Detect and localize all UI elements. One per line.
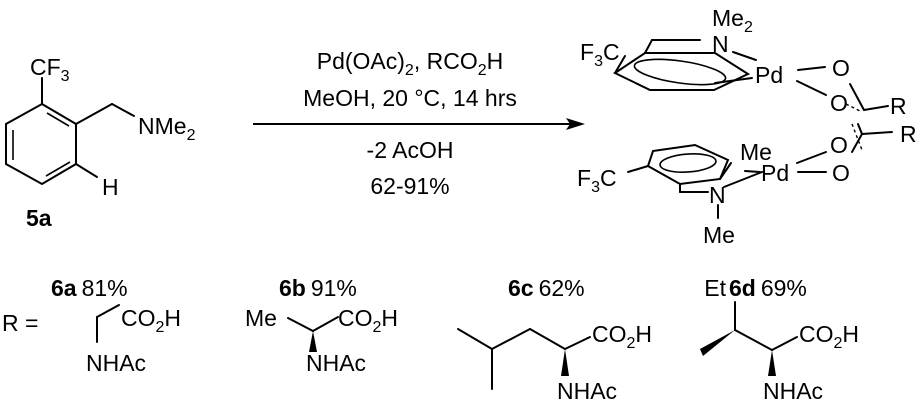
top-o2-label: O: [830, 90, 848, 116]
bottom-me-top-label: Me: [740, 139, 772, 165]
wedge-bond: [309, 331, 317, 352]
bottom-o2-label: O: [832, 160, 850, 186]
nme2-label: NMe2: [138, 113, 196, 144]
nhac-label: NHAc: [763, 378, 823, 404]
reactant-5a: CF3 NMe2 H 5a: [5, 54, 196, 231]
co2h-label: CO2H: [592, 321, 652, 352]
cf3-label: CF3: [30, 54, 70, 85]
top-aryl-ring: [612, 52, 751, 91]
reaction-conditions: Pd(OAc)2, RCO2H MeOH, 20 °C, 14 hrs -2 A…: [253, 48, 585, 199]
r-group-1: R: [890, 93, 907, 119]
r-equals-label: R =: [2, 310, 38, 336]
bottom-me-bottom-label: Me: [703, 222, 735, 248]
co2h-label: CO2H: [121, 305, 181, 336]
conditions-line-3: -2 AcOH: [367, 137, 454, 163]
top-pd-label: Pd: [755, 62, 783, 88]
h-label: H: [102, 174, 119, 200]
product-dimer: F3C N Me2 Pd O O R R F3C N Me Pd O O Me: [577, 5, 917, 248]
benzene-ring: [5, 102, 77, 186]
arrow-head-icon: [566, 118, 585, 130]
conditions-line-2: MeOH, 20 °C, 14 hrs: [303, 85, 517, 111]
me-label: Me: [245, 305, 277, 331]
nhac-label: NHAc: [557, 378, 617, 404]
top-n-label: N: [712, 31, 729, 57]
conditions-line-4: 62-91%: [370, 173, 449, 199]
compound-id-5a: 5a: [26, 205, 52, 231]
nhac-label: NHAc: [306, 350, 366, 376]
et-label: Et: [704, 275, 726, 301]
r-group-2: R: [900, 121, 917, 147]
bottom-n-label: N: [709, 182, 726, 208]
nhac-label: NHAc: [86, 350, 146, 376]
top-o1-label: O: [832, 55, 850, 81]
bottom-o1-label: O: [830, 132, 848, 158]
top-f3c-label: F3C: [580, 39, 620, 70]
bottom-f3c-label: F3C: [577, 165, 617, 196]
bottom-pd-label: Pd: [761, 160, 789, 186]
wedge-bond: [700, 330, 735, 356]
wedge-bond: [561, 349, 569, 376]
co2h-label: CO2H: [338, 305, 398, 336]
wedge-bond: [768, 350, 776, 376]
top-me2-label: Me2: [712, 5, 753, 36]
co2h-label: CO2H: [799, 321, 859, 352]
conditions-line-1: Pd(OAc)2, RCO2H: [317, 48, 504, 79]
